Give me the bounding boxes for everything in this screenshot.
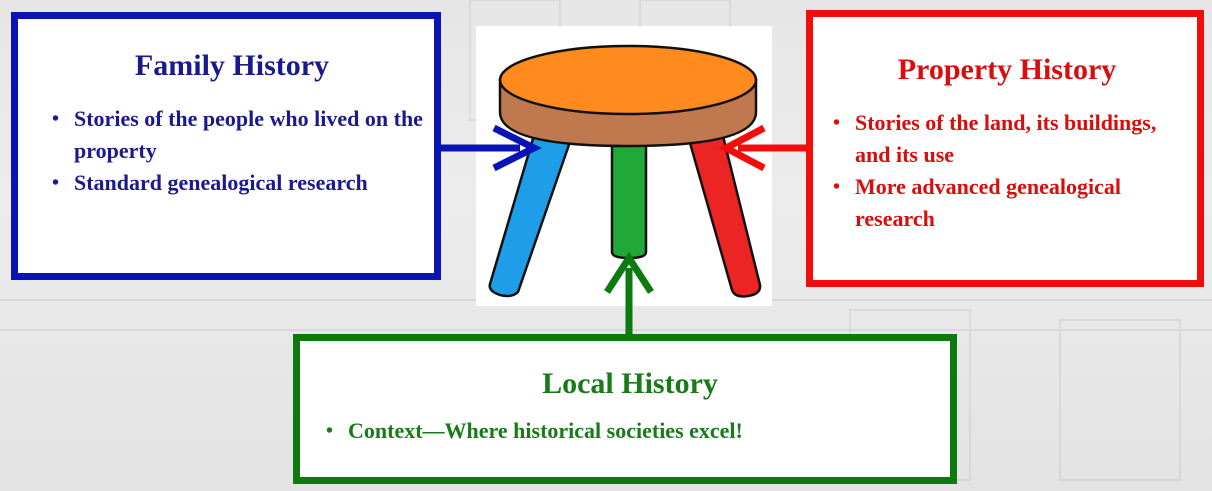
property-history-list: Stories of the land, its buildings, and … <box>829 107 1185 235</box>
property-history-bullet-2: More advanced genealogical research <box>829 171 1175 235</box>
family-history-bullet-2: Standard genealogical research <box>48 167 384 199</box>
arrow-up-icon <box>604 251 654 334</box>
property-history-title: Property History <box>897 53 1117 86</box>
arrow-right-icon <box>441 124 542 172</box>
stool-leg-left <box>488 130 574 298</box>
stool-seat-top <box>498 44 758 116</box>
local-history-bullet-1: Context—Where historical societies excel… <box>322 415 938 447</box>
family-history-list: Stories of the people who lived on the p… <box>48 103 423 199</box>
family-history-bullet-1: Stories of the people who lived on the p… <box>48 103 434 167</box>
property-history-bullet-1: Stories of the land, its buildings, and … <box>829 107 1185 171</box>
property-history-box: Property History Stories of the land, it… <box>806 10 1204 287</box>
family-history-title: Family History <box>134 49 330 82</box>
stool-leg-right <box>686 130 762 298</box>
stool-leg-middle <box>610 138 648 260</box>
family-history-box: Family History Stories of the people who… <box>11 12 441 280</box>
local-history-title: Local History <box>542 367 718 400</box>
arrow-left-icon <box>718 124 806 172</box>
local-history-box: Local History Context—Where historical s… <box>293 334 957 484</box>
local-history-list: Context—Where historical societies excel… <box>322 415 938 447</box>
